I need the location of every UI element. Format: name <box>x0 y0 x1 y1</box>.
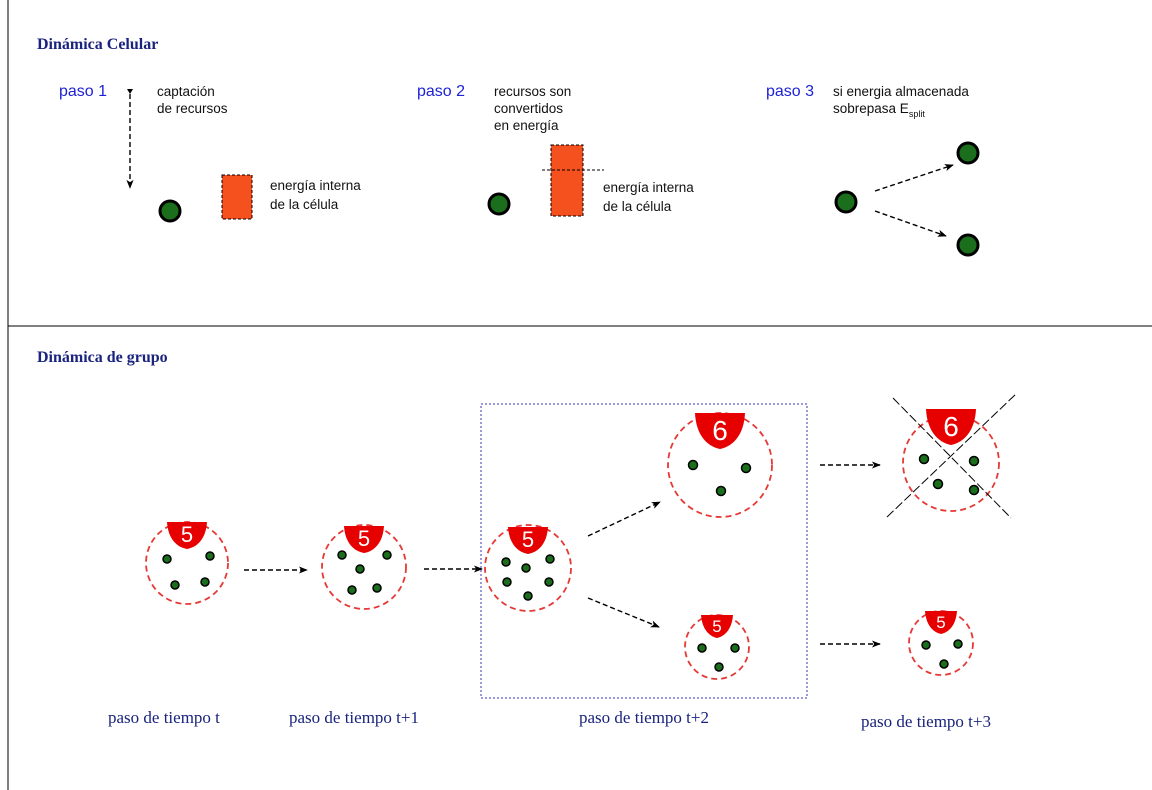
group-t3-count-badge <box>925 611 957 634</box>
step1-energy-line2: de la célula <box>270 197 339 212</box>
group-t2-large-count: 6 <box>712 415 728 446</box>
group-t3-eliminated-cell <box>932 478 944 490</box>
group-t3-count: 5 <box>936 613 945 632</box>
group-t3-cell <box>921 640 931 650</box>
group-t2-large-cell <box>687 459 699 471</box>
group-t1-cell <box>337 550 347 560</box>
group-t2-small-cell <box>697 643 707 653</box>
group-t1-cell <box>382 550 392 560</box>
t2-frame <box>480 403 808 699</box>
step3-parent-cell <box>834 190 858 214</box>
group-t2-small: 5 <box>684 614 750 680</box>
group-t2-large-count-badge <box>695 413 745 449</box>
step1-text-line2: de recursos <box>157 101 228 116</box>
step2-text-line1: recursos son <box>494 84 571 99</box>
group-t0-cell <box>200 577 210 587</box>
time-label-t0: paso de tiempo t <box>108 708 220 727</box>
group-panel-frame <box>7 325 1152 790</box>
step3-daughter-cell-top <box>956 141 980 165</box>
step3-text-prefix: sobrepasa E <box>833 101 909 116</box>
step3-label: paso 3 <box>766 83 814 100</box>
step2-energy-line1: energía interna <box>603 180 694 195</box>
time-label-t3: paso de tiempo t+3 <box>861 712 991 731</box>
elimination-cross-line <box>886 392 1018 518</box>
step3-text-subscript: split <box>909 109 926 119</box>
group-t3-eliminated-cell <box>918 453 930 465</box>
group-t2-cell <box>502 577 512 587</box>
group-t1-boundary <box>321 524 407 610</box>
group-t1: 5 <box>321 524 407 610</box>
group-t0: 5 <box>145 521 229 605</box>
group-t2-large-cell <box>715 485 727 497</box>
step1-energy-bar <box>221 174 253 220</box>
group-t2-small-count: 5 <box>712 617 721 636</box>
step2-energy-bar <box>550 144 584 217</box>
step1-arrow-tail <box>127 89 133 94</box>
step3-split-arrow-down <box>874 210 947 237</box>
step2-energy-line2: de la célula <box>603 199 672 214</box>
arrow-t2-split-down <box>587 597 660 628</box>
arrow-t2-split-up <box>587 501 661 537</box>
group-t2-small-count-badge <box>701 615 733 638</box>
group-t0-count: 5 <box>181 522 193 547</box>
group-t3-cell <box>939 659 949 669</box>
group-t2-cell <box>544 577 554 587</box>
group-t2-boundary <box>484 524 572 612</box>
group-t3-eliminated-count: 6 <box>943 411 959 442</box>
group-t2-large: 6 <box>667 412 773 518</box>
group-t0-count-badge <box>167 522 207 549</box>
group-t1-cell <box>347 585 357 595</box>
group-t0-cell <box>170 580 180 590</box>
step3-daughter-cell-bottom <box>956 233 980 257</box>
group-t2-cell <box>521 563 531 573</box>
group-t2-cell <box>501 557 511 567</box>
elimination-cross-line <box>892 397 1012 519</box>
group-t2-large-cell <box>740 462 752 474</box>
step1-energy-line1: energía interna <box>270 178 361 193</box>
step1-label: paso 1 <box>59 83 107 100</box>
group-t2-count-badge <box>508 527 548 554</box>
group-t3-eliminated-cell <box>968 484 980 496</box>
group-t2-small-cell <box>730 643 740 653</box>
group-t2-small-cell <box>714 662 724 672</box>
group-t2: 5 <box>484 524 572 612</box>
step3-text-line1: si energia almacenada <box>833 84 969 99</box>
group-t3-eliminated-cell <box>968 455 980 467</box>
group-t2-count: 5 <box>522 527 534 552</box>
group-t2-cell <box>545 554 555 564</box>
step1-text-line1: captación <box>157 84 215 99</box>
group-t0-cell <box>162 554 172 564</box>
cellular-title: Dinámica Celular <box>37 36 158 53</box>
time-label-t1: paso de tiempo t+1 <box>289 708 419 727</box>
step2-cell <box>487 192 511 216</box>
group-t3-eliminated: 6 <box>886 392 1018 519</box>
step2-label: paso 2 <box>417 83 465 100</box>
time-label-t2: paso de tiempo t+2 <box>579 708 709 727</box>
group-t3: 5 <box>908 610 974 676</box>
step2-text-line3: en energía <box>494 118 559 133</box>
group-t1-cell <box>372 583 382 593</box>
group-t3-eliminated-count-badge <box>926 409 976 445</box>
step3-text-line2: sobrepasa Esplit <box>833 101 925 119</box>
group-t1-count-badge <box>344 526 384 553</box>
step1-cell <box>158 199 182 223</box>
group-t1-cell <box>355 564 365 574</box>
group-t3-cell <box>953 639 963 649</box>
group-t2-cell <box>523 591 533 601</box>
step2-text-line2: convertidos <box>494 101 563 116</box>
group-t0-cell <box>205 551 215 561</box>
group-t1-count: 5 <box>358 526 370 551</box>
step3-split-arrow-up <box>874 164 954 192</box>
group-title: Dinámica de grupo <box>37 349 168 366</box>
